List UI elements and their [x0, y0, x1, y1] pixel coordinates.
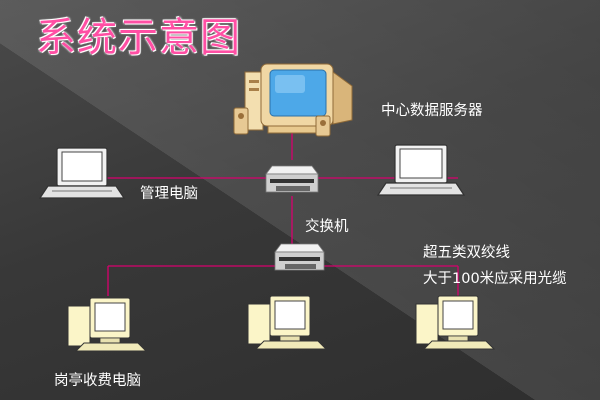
- booth-computer-right-icon: [415, 295, 496, 350]
- switch-label: 交换机: [305, 219, 349, 235]
- admin-computer-label: 管理电脑: [140, 186, 198, 202]
- cable-spec-label: 超五类双绞线: [423, 245, 510, 261]
- booth-computer-left-icon: [67, 297, 148, 352]
- admin-laptop-icon: [38, 147, 126, 199]
- server-label: 中心数据服务器: [381, 103, 483, 119]
- page-title: 系统示意图: [36, 15, 241, 61]
- right-laptop-icon: [376, 144, 466, 196]
- fiber-note-label: 大于100米应采用光缆: [423, 271, 567, 287]
- server-computer-icon: [233, 63, 353, 137]
- switch-icon: [265, 165, 319, 193]
- booth-computer-middle-icon: [247, 295, 328, 350]
- switch-lower-icon: [274, 243, 325, 271]
- booth-computer-label: 岗亭收费电脑: [54, 373, 141, 389]
